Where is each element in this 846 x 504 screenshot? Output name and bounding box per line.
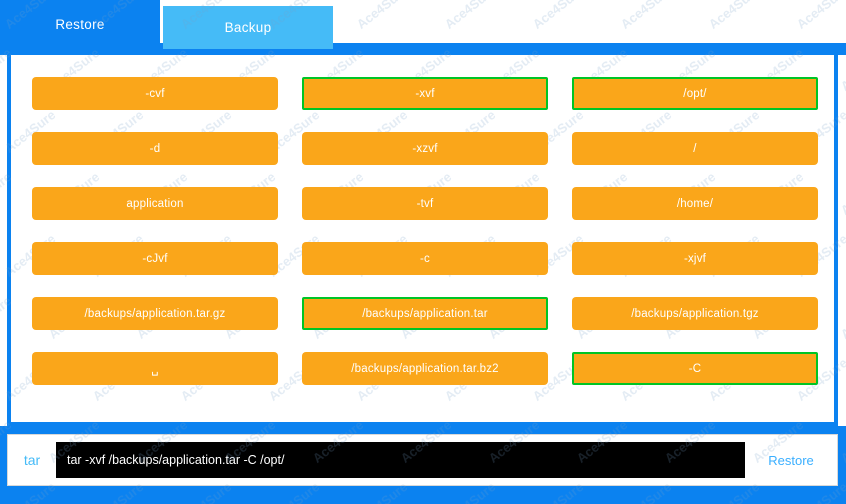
watermark-text: Ace4Sure [837, 293, 846, 342]
token-label: -xvf [415, 87, 435, 100]
token-label: / [693, 142, 697, 155]
token-label: -xjvf [683, 252, 707, 265]
tab-restore[interactable]: Restore [0, 0, 160, 49]
watermark-text: Ace4Sure [837, 169, 846, 218]
token-button[interactable]: -xjvf [572, 242, 818, 275]
token-panel: -cvf -xvf /opt/ -d -xzvf / [7, 55, 838, 426]
token-label: -C [688, 362, 702, 375]
token-button[interactable]: -cvf [32, 77, 278, 110]
token-label: /backups/application.tar.bz2 [351, 362, 499, 375]
tab-restore-label: Restore [55, 17, 105, 32]
token-label: -c [420, 252, 430, 265]
token-button[interactable]: /backups/application.tar [302, 297, 548, 330]
token-button[interactable]: /backups/application.tgz [572, 297, 818, 330]
token-button[interactable]: -xzvf [302, 132, 548, 165]
tab-bar: Restore Backup [0, 0, 846, 55]
token-button[interactable]: /home/ [572, 187, 818, 220]
token-label: /opt/ [683, 87, 707, 100]
token-label: -d [149, 142, 161, 155]
token-label: /backups/application.tar.gz [84, 307, 226, 320]
token-button[interactable]: -C [572, 352, 818, 385]
token-row: -cvf -xvf /opt/ [22, 77, 823, 132]
token-label: ␣ [151, 363, 159, 376]
token-row: -cJvf -c -xjvf [22, 242, 823, 297]
token-label: -xzvf [412, 142, 438, 155]
token-button[interactable]: /opt/ [572, 77, 818, 110]
token-label: application [126, 197, 184, 210]
token-row: application -tvf /home/ [22, 187, 823, 242]
token-grid: -cvf -xvf /opt/ -d -xzvf / [11, 55, 834, 418]
token-button[interactable]: -cJvf [32, 242, 278, 275]
token-row: ␣ /backups/application.tar.bz2 -C [22, 352, 823, 407]
tab-backup[interactable]: Backup [163, 6, 333, 49]
token-label: /backups/application.tgz [631, 307, 759, 320]
token-button[interactable]: -c [302, 242, 548, 275]
token-button[interactable]: /backups/application.tar.gz [32, 297, 278, 330]
token-button[interactable]: / [572, 132, 818, 165]
restore-submit-button[interactable]: Restore [768, 452, 814, 468]
token-row: /backups/application.tar.gz /backups/app… [22, 297, 823, 352]
token-label: -tvf [416, 197, 434, 210]
command-input-value: tar -xvf /backups/application.tar -C /op… [67, 453, 285, 467]
token-button[interactable]: -tvf [302, 187, 548, 220]
token-button[interactable]: -xvf [302, 77, 548, 110]
token-button[interactable]: /backups/application.tar.bz2 [302, 352, 548, 385]
tab-backup-label: Backup [224, 20, 272, 35]
token-button-space[interactable]: ␣ [32, 352, 278, 385]
token-label: /home/ [676, 197, 714, 210]
token-row: -d -xzvf / [22, 132, 823, 187]
command-bar: tar tar -xvf /backups/application.tar -C… [7, 434, 838, 486]
token-button[interactable]: -d [32, 132, 278, 165]
command-prefix-label: tar [23, 452, 41, 468]
token-label: -cvf [145, 87, 165, 100]
token-label: /backups/application.tar [362, 307, 488, 320]
token-label: -cJvf [142, 252, 168, 265]
command-input[interactable]: tar -xvf /backups/application.tar -C /op… [56, 442, 745, 478]
token-button[interactable]: application [32, 187, 278, 220]
